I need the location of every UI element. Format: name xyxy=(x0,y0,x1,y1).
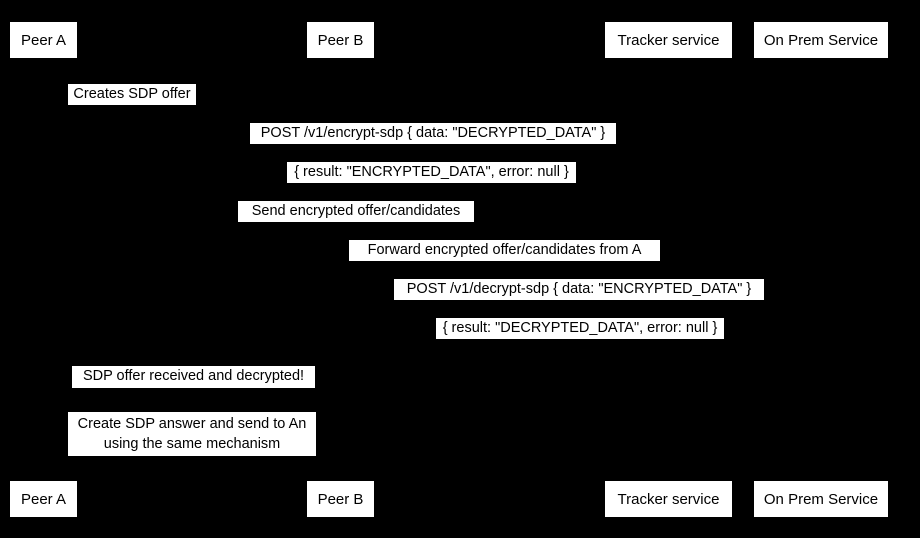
participant-header-tracker-service[interactable]: Tracker service xyxy=(605,22,732,58)
participant-footer-tracker-service[interactable]: Tracker service xyxy=(605,481,732,517)
lifeline-tracker-service xyxy=(668,58,669,481)
arrow-post-encrypt-sdp xyxy=(43,145,821,146)
arrow-encrypt-sdp-result xyxy=(43,184,821,185)
arrow-decrypt-sdp-result xyxy=(340,340,821,341)
lifeline-on-prem-service xyxy=(821,58,822,481)
message-label-create-sdp-answer: Create SDP answer and send to An using t… xyxy=(68,412,316,456)
participant-header-peer-b[interactable]: Peer B xyxy=(307,22,374,58)
message-label-post-decrypt-sdp: POST /v1/decrypt-sdp { data: "ENCRYPTED_… xyxy=(394,279,764,300)
arrow-post-decrypt-sdp xyxy=(340,301,821,302)
participant-footer-peer-b[interactable]: Peer B xyxy=(307,481,374,517)
arrow-forward-encrypted-offer xyxy=(340,262,668,263)
participant-footer-on-prem-service[interactable]: On Prem Service xyxy=(754,481,888,517)
message-label-send-encrypted-offer: Send encrypted offer/candidates xyxy=(238,201,474,222)
lifeline-peer-b xyxy=(340,58,341,481)
message-label-post-encrypt-sdp: POST /v1/encrypt-sdp { data: "DECRYPTED_… xyxy=(250,123,616,144)
participant-footer-peer-a[interactable]: Peer A xyxy=(10,481,77,517)
message-label-encrypt-sdp-result: { result: "ENCRYPTED_DATA", error: null … xyxy=(287,162,576,183)
message-label-sdp-offer-received: SDP offer received and decrypted! xyxy=(72,366,315,388)
message-label-forward-encrypted-offer: Forward encrypted offer/candidates from … xyxy=(349,240,660,261)
message-label-creates-sdp-offer: Creates SDP offer xyxy=(68,84,196,105)
message-label-decrypt-sdp-result: { result: "DECRYPTED_DATA", error: null … xyxy=(436,318,724,339)
arrow-send-encrypted-offer xyxy=(43,223,668,224)
participant-header-peer-a[interactable]: Peer A xyxy=(10,22,77,58)
participant-header-on-prem-service[interactable]: On Prem Service xyxy=(754,22,888,58)
lifeline-peer-a xyxy=(43,58,44,481)
